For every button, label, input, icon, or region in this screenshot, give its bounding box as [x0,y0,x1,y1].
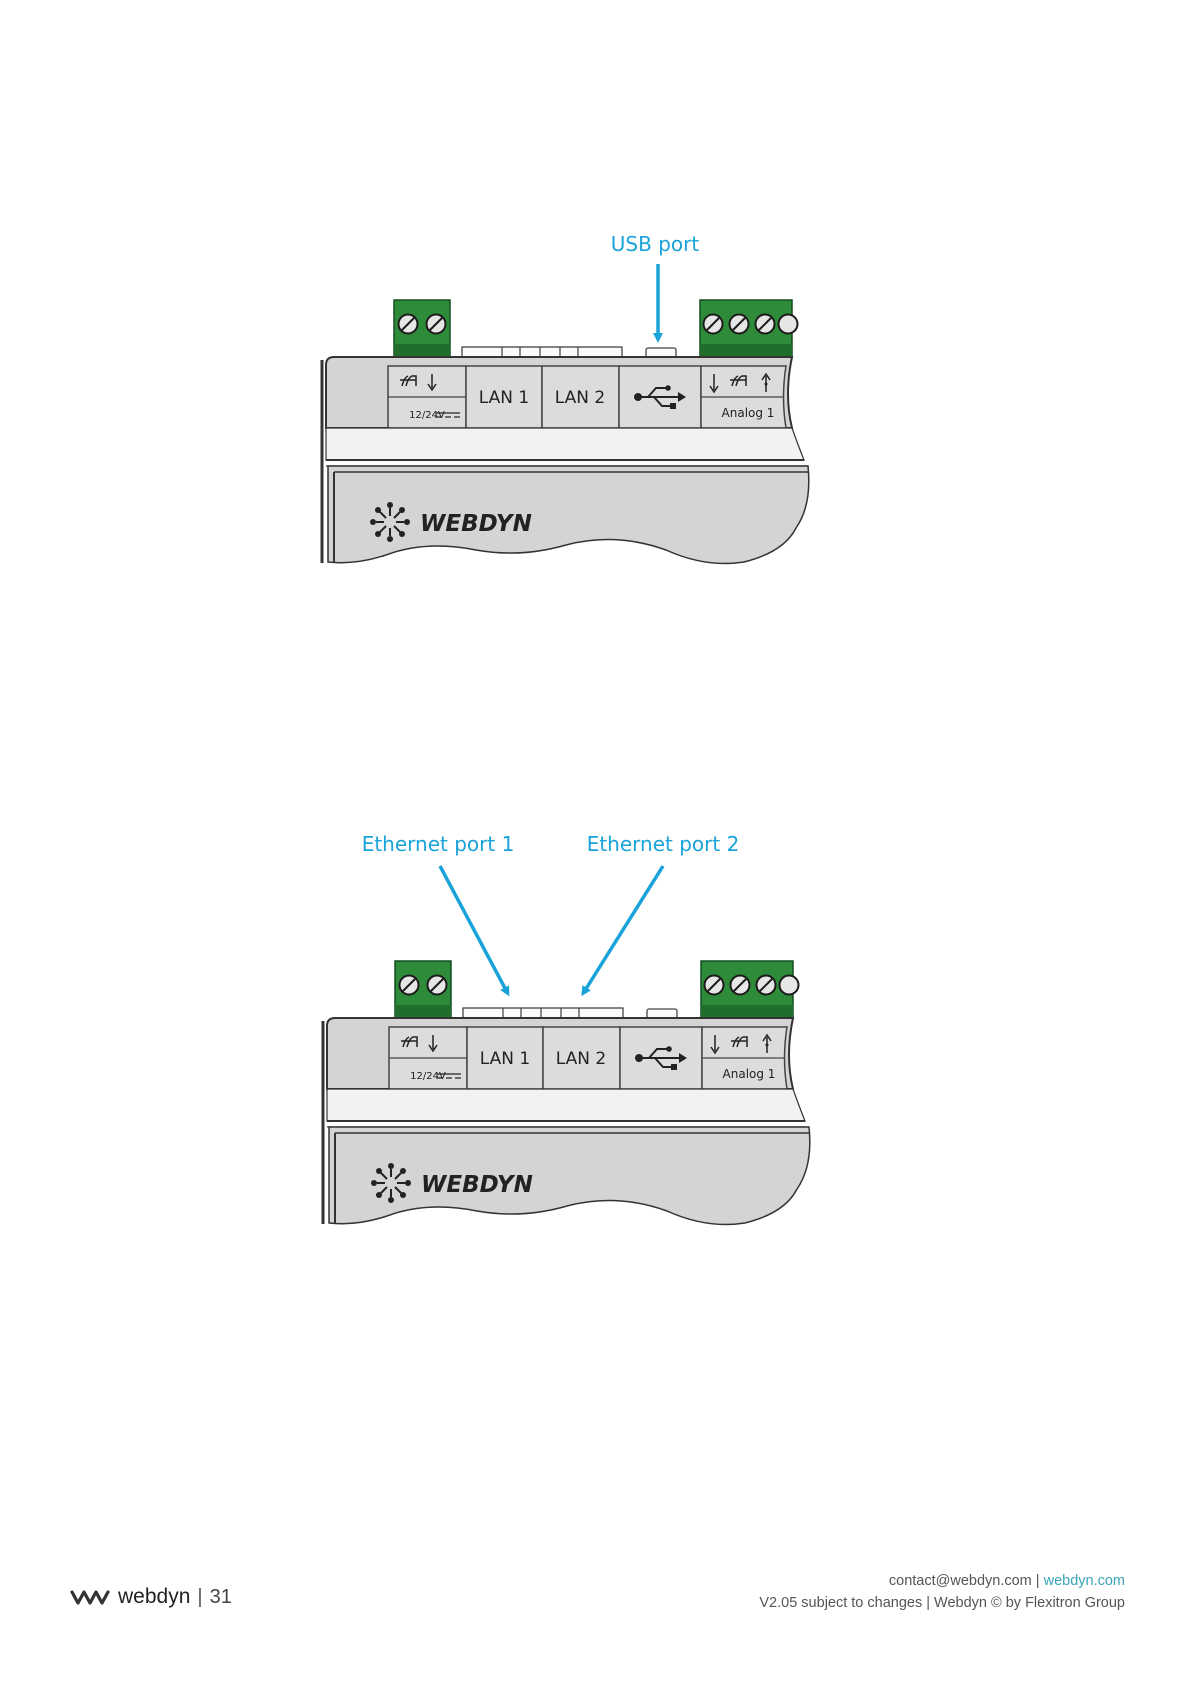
footer-brand: webdyn [118,1585,190,1609]
callout-ethernet-port-2: Ethernet port 2 [587,832,740,856]
lan2-label: LAN 2 [556,1049,606,1069]
callout-ethernet-port-1: Ethernet port 1 [362,832,515,856]
footer-separator: | [197,1586,202,1609]
page-number: 31 [210,1586,232,1609]
power-label: 12/24V [409,410,445,421]
footer-branding: webdyn | 31 [70,1582,232,1612]
power-label: 12/24V [410,1071,446,1082]
lan1-label: LAN 1 [479,388,529,408]
figure-ethernet-ports: Ethernet port 1 Ethernet port 2 12/24V L… [323,832,810,1225]
lan1-label: LAN 1 [480,1049,530,1069]
brand-logo-text: WEBDYN [420,511,532,537]
contact-separator: | [1036,1573,1044,1589]
analog-label: Analog 1 [723,1067,776,1081]
brand-logo-text: WEBDYN [421,1172,533,1198]
footer-contact: contact@webdyn.com | webdyn.com V2.05 su… [759,1570,1125,1614]
contact-email[interactable]: contact@webdyn.com [889,1573,1032,1589]
analog-label: Analog 1 [722,406,775,420]
footer-contact-line: contact@webdyn.com | webdyn.com [759,1570,1125,1592]
lan2-label: LAN 2 [555,388,605,408]
website-link[interactable]: webdyn.com [1044,1573,1125,1589]
webdyn-logo-icon [70,1587,114,1607]
figure-usb-port: USB port 12/24V LAN 1 LAN 2 Analog 1 WEB… [322,232,809,564]
device-illustration: 12/24V LAN 1 LAN 2 Analog 1 WEBDYN [323,961,810,1225]
device-illustration: 12/24V LAN 1 LAN 2 Analog 1 WEBDYN [322,300,809,564]
arrow-ethernet-port-2 [584,866,663,992]
callout-usb-port: USB port [611,232,700,256]
footer-legal: V2.05 subject to changes | Webdyn © by F… [759,1592,1125,1614]
